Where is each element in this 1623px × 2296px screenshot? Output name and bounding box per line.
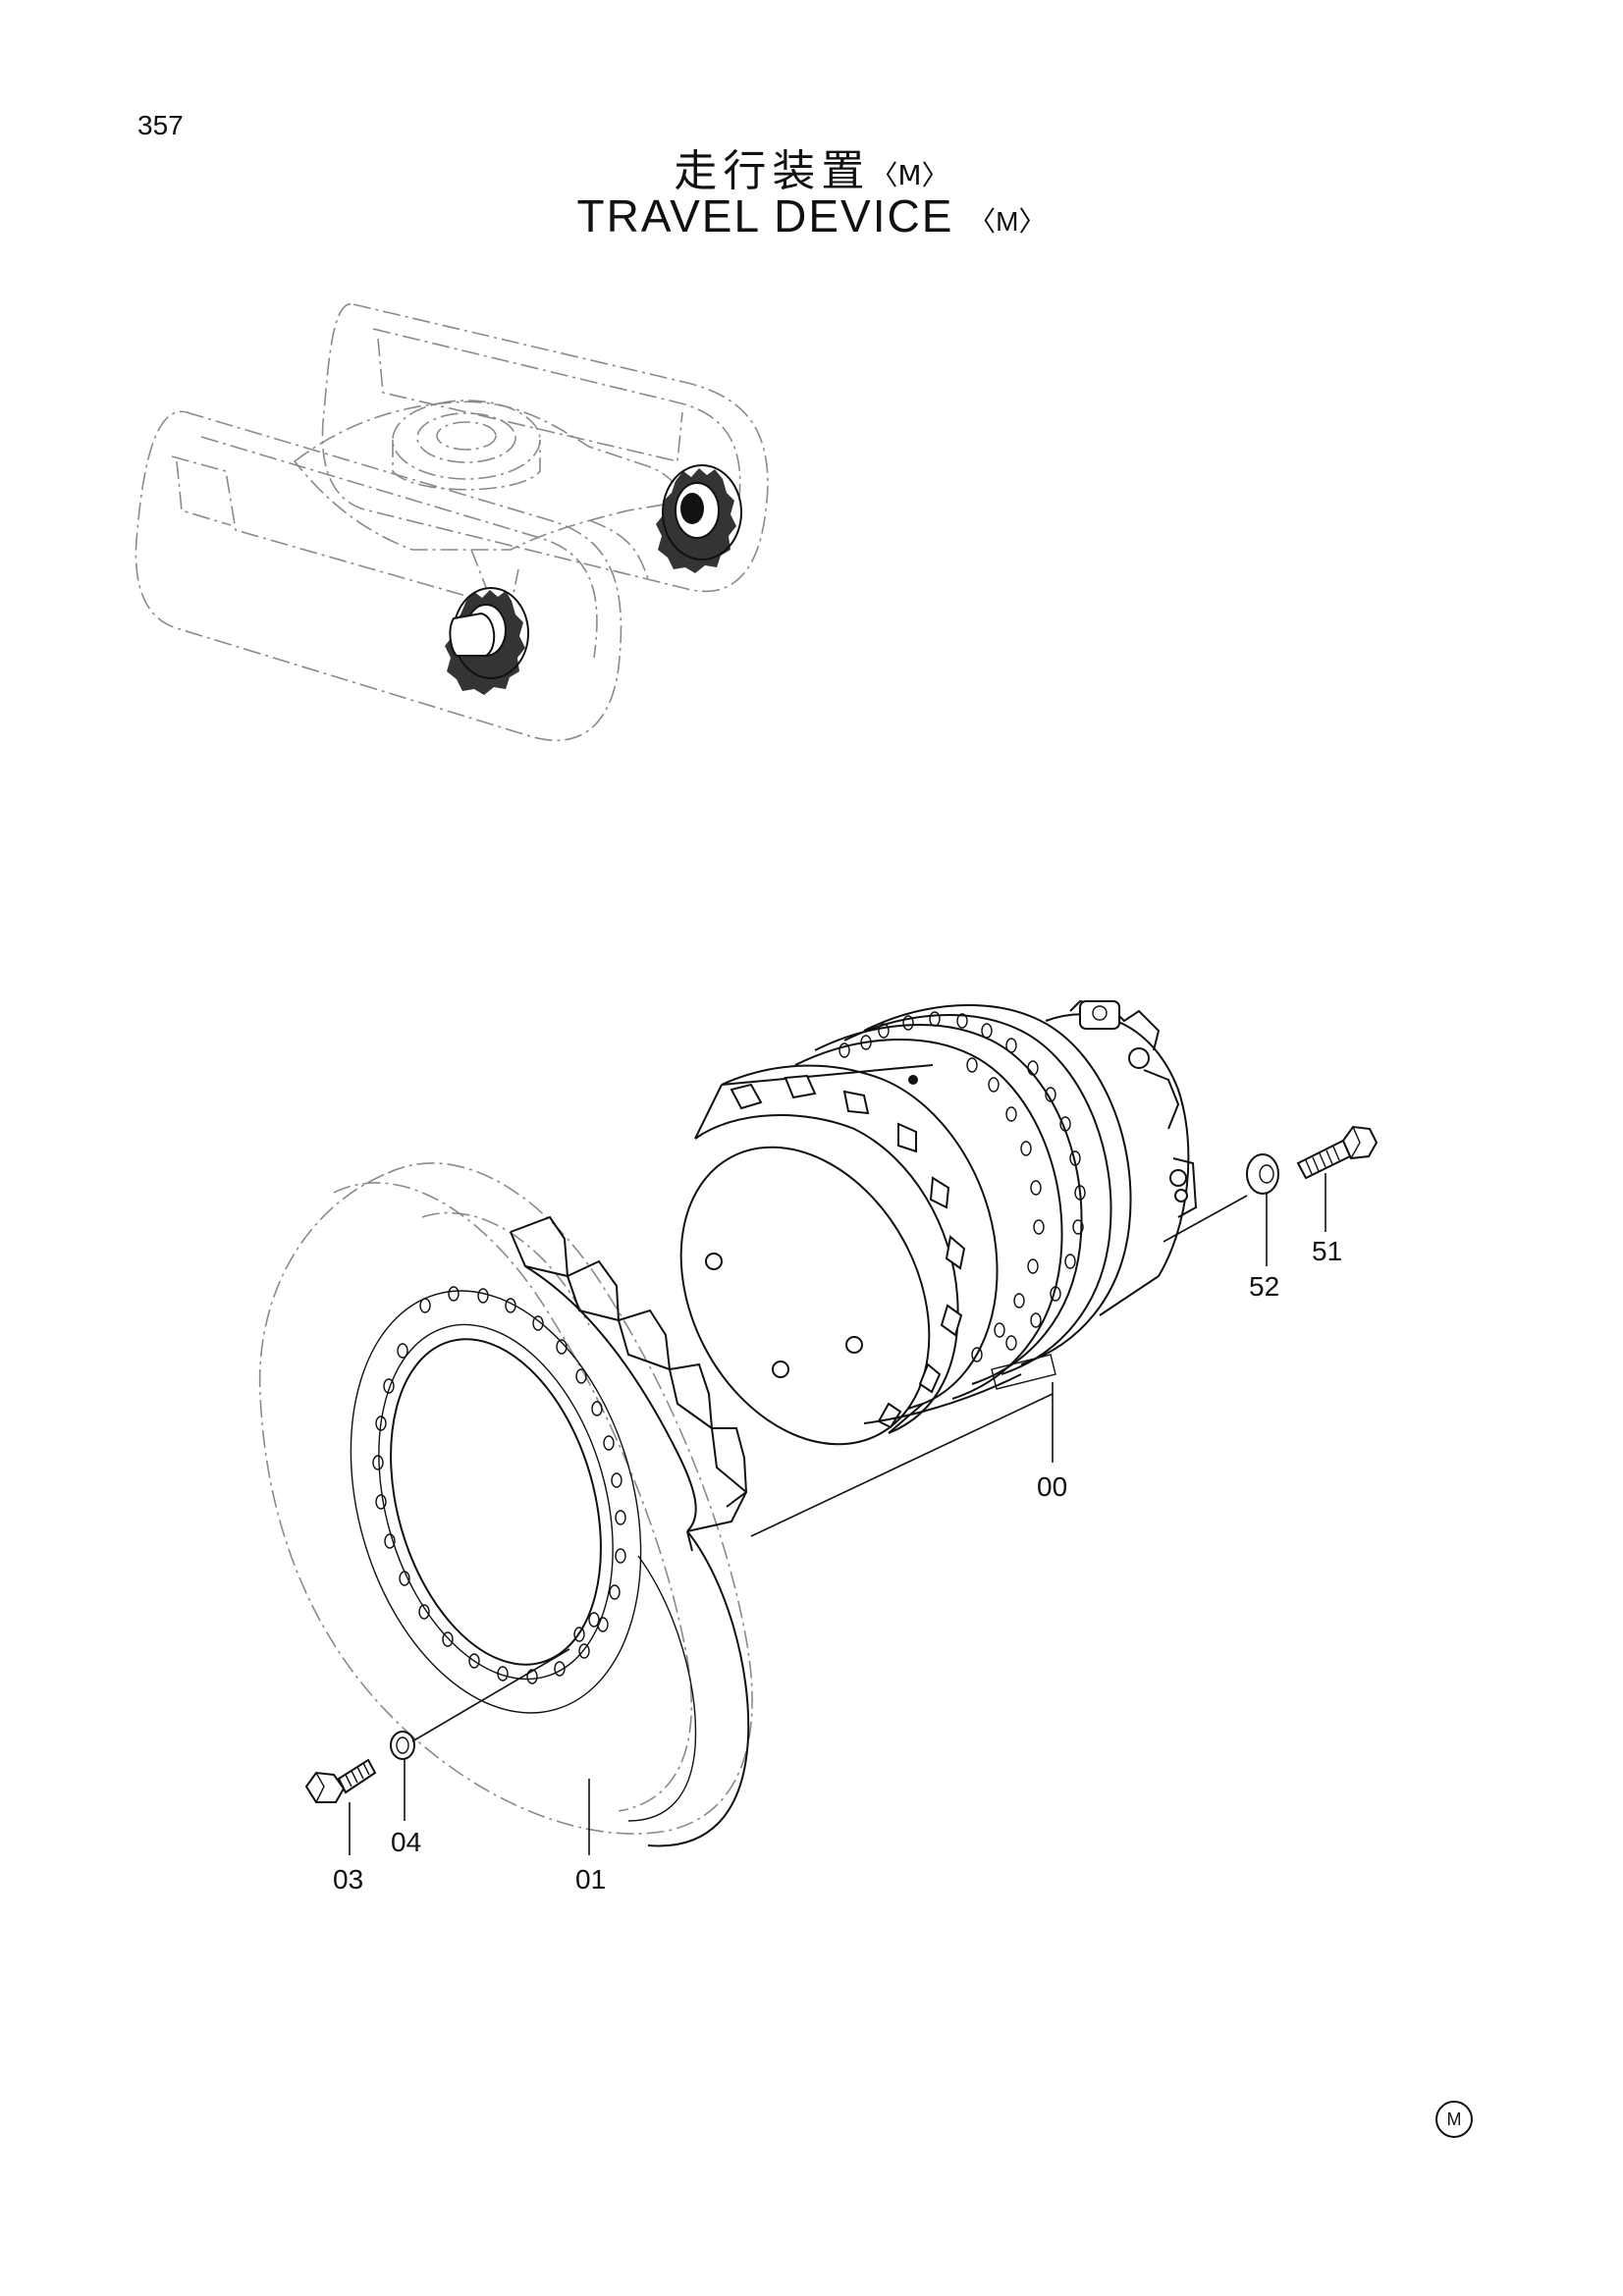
callout-labels: 00 01 03 04 51 52 [333, 1236, 1342, 1895]
travel-motor-assembly [679, 999, 1198, 1463]
front-sprocket-icon [445, 587, 529, 695]
undercarriage-overview [135, 303, 769, 741]
page-title-english: TRAVEL DEVICE 〈M〉 [0, 189, 1623, 242]
rear-sprocket-icon [656, 464, 742, 573]
title-jp-model-suffix: 〈M〉 [870, 159, 949, 191]
bolt-51-icon [1296, 1125, 1379, 1232]
bolt-03-icon [304, 1758, 377, 1855]
page-number: 357 [137, 110, 184, 140]
callout-04: 04 [391, 1827, 421, 1857]
washer-04-icon [390, 1731, 415, 1821]
callout-01: 01 [575, 1864, 606, 1895]
callout-03: 03 [333, 1864, 363, 1895]
callout-51: 51 [1312, 1236, 1342, 1266]
page-title-japanese: 走行装置〈M〉 [0, 135, 1623, 198]
washer-52-icon [1246, 1153, 1279, 1266]
title-en-model-suffix: 〈M〉 [968, 205, 1047, 237]
callout-00: 00 [1037, 1471, 1067, 1502]
sprocket-part [258, 1162, 753, 1855]
assembly-centerlines [411, 1195, 1248, 1742]
title-en-text: TRAVEL DEVICE [576, 190, 954, 241]
title-jp-text: 走行装置 [674, 146, 871, 196]
model-mark: M [1435, 2101, 1473, 2138]
callout-52: 52 [1249, 1271, 1279, 1302]
